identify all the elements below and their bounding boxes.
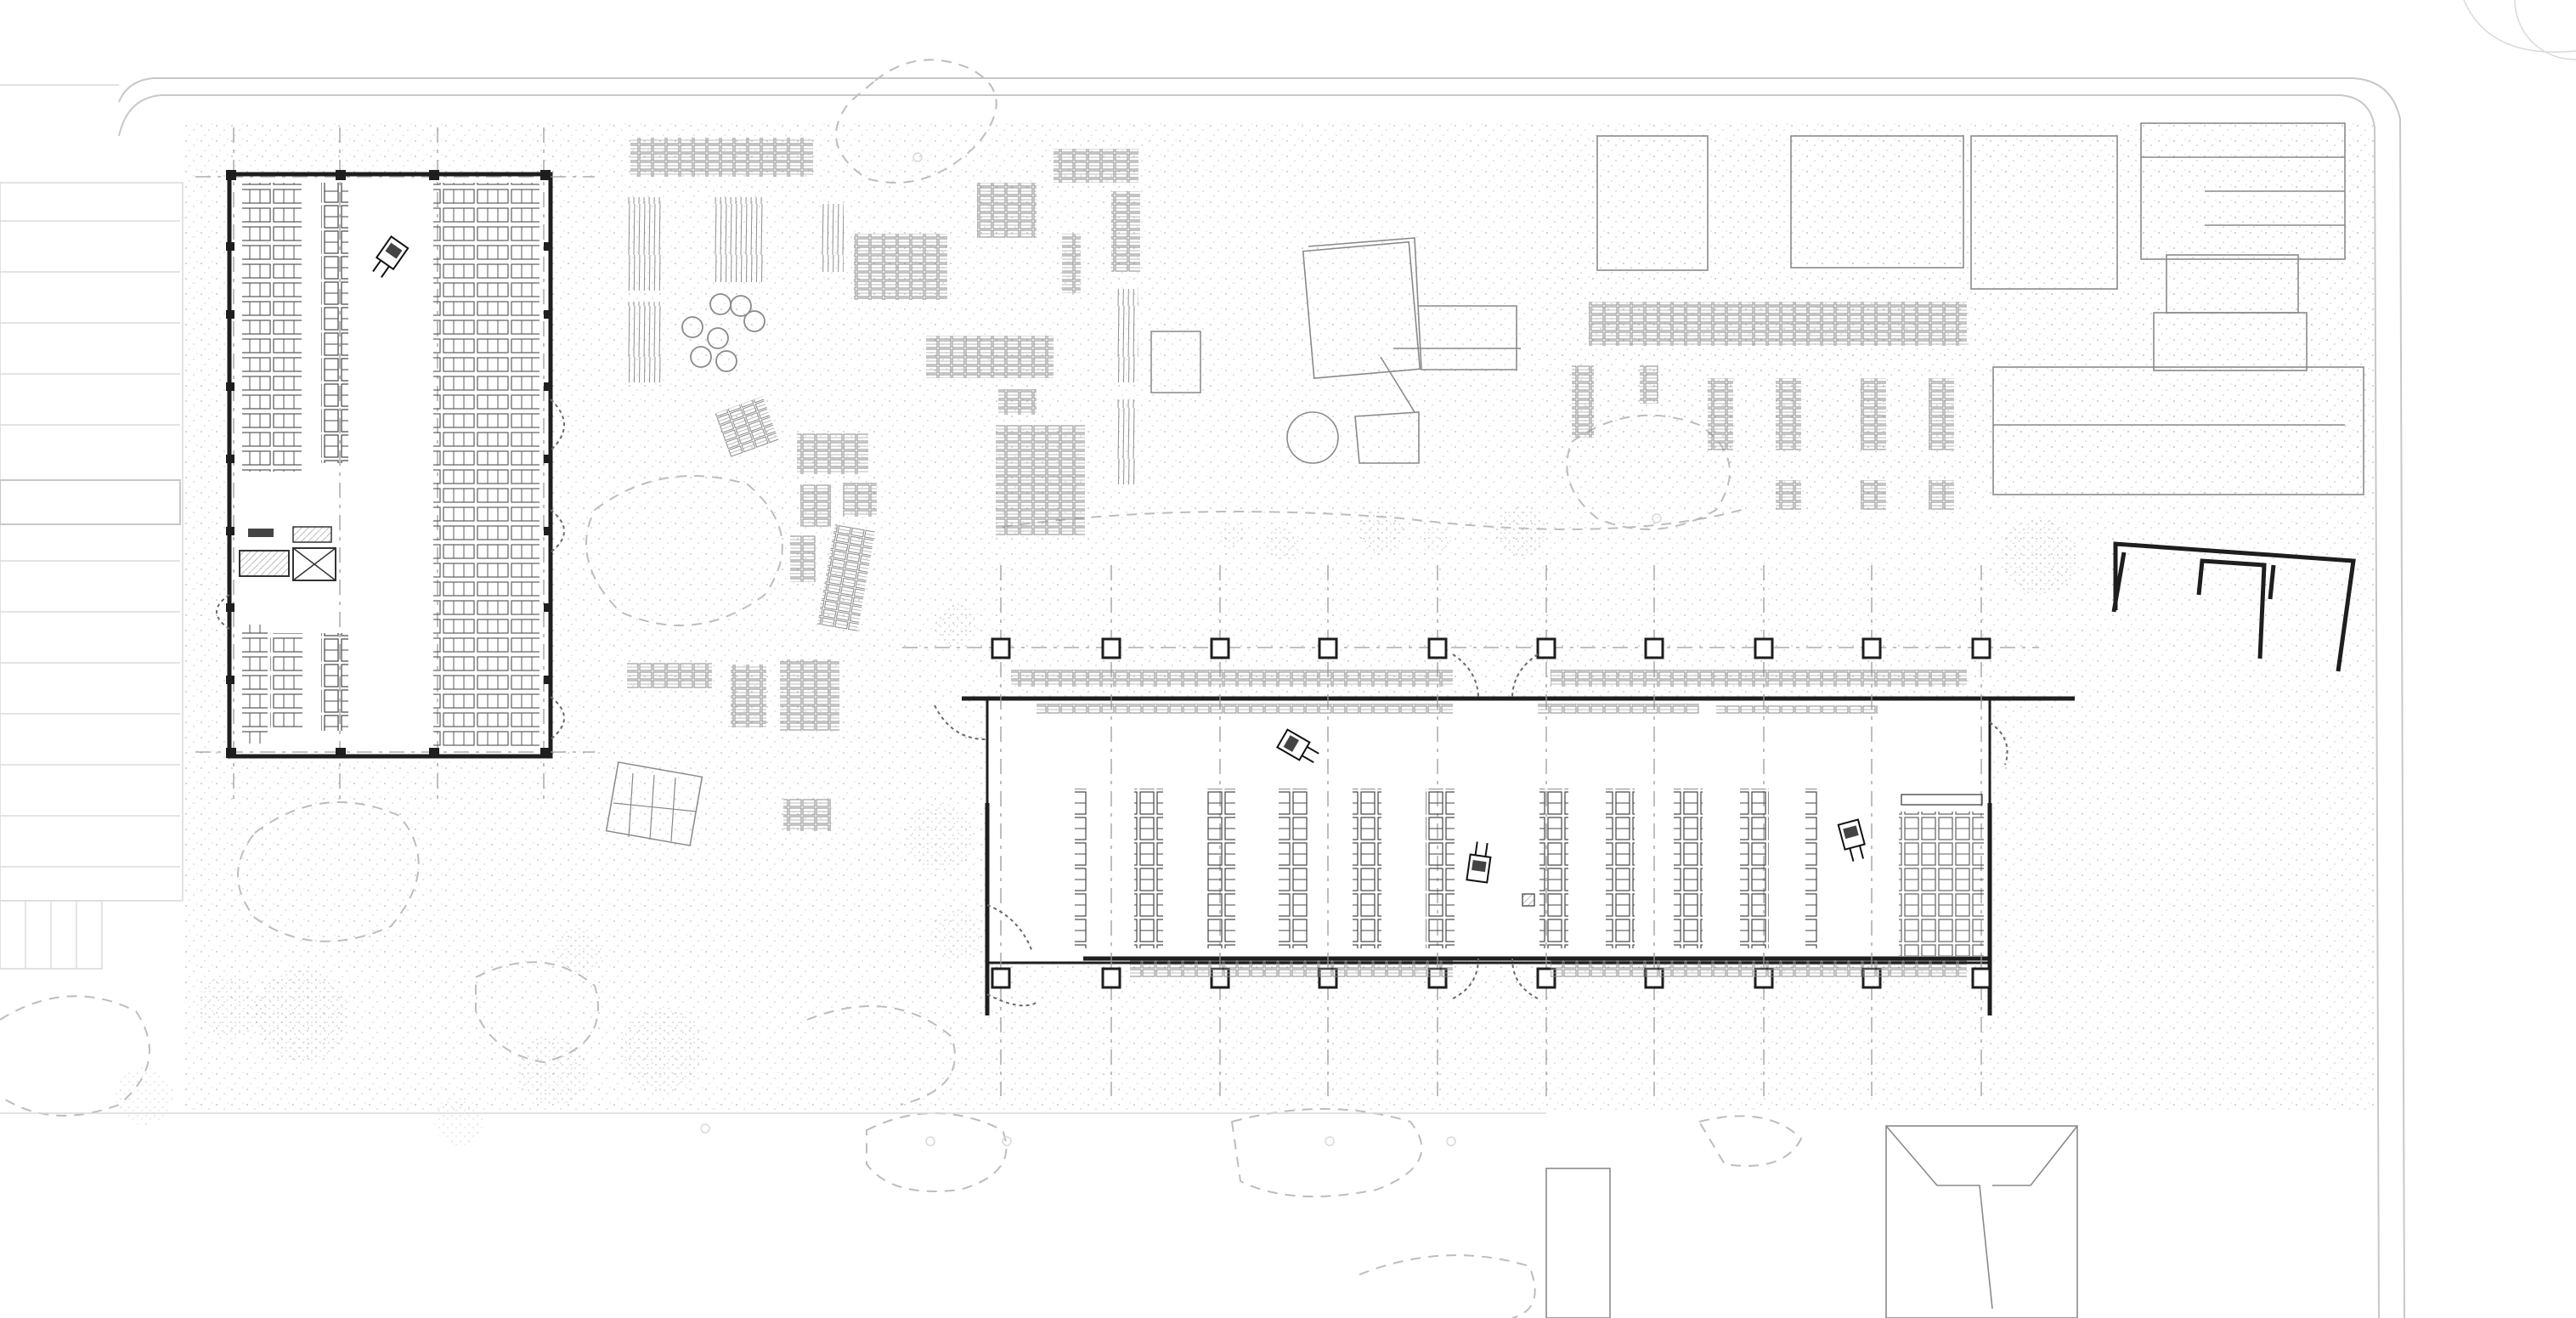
left-parking	[0, 182, 184, 970]
north-outbuildings	[1286, 122, 2364, 1318]
trees	[116, 506, 2077, 1145]
forklift-3	[1466, 841, 1492, 884]
stair-core	[239, 526, 336, 581]
loading-docks	[1011, 670, 1967, 977]
forklift-4	[1837, 818, 1866, 862]
right-building	[902, 565, 2075, 1096]
carport-frame	[2111, 541, 2356, 672]
south-edge	[0, 152, 1662, 1146]
north-crate-rows	[1572, 302, 1967, 510]
storage-yard	[605, 138, 1201, 846]
forklift-1	[372, 235, 410, 278]
rack-rows	[1075, 789, 1984, 956]
landscape-outlines	[0, 59, 1803, 1318]
forklift-2	[1276, 728, 1319, 764]
left-building	[195, 127, 595, 799]
